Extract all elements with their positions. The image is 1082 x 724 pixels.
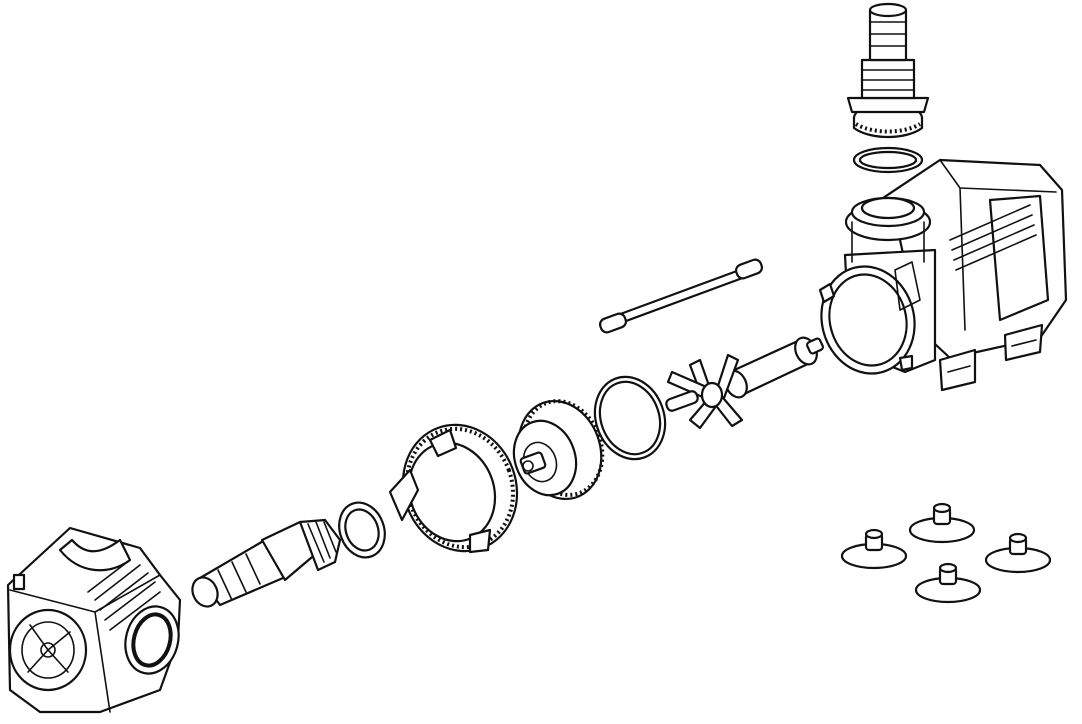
- impeller-rotor-icon: [665, 336, 824, 430]
- impeller-cover-icon: [512, 399, 605, 501]
- ceramic-shaft-icon: [598, 258, 764, 334]
- small-o-ring-icon: [338, 501, 386, 559]
- outlet-hose-barb-icon: [846, 2, 930, 138]
- inlet-hose-barb-icon: [191, 518, 342, 608]
- motor-housing-icon: [818, 158, 1068, 392]
- suction-cup-feet-icon: [840, 502, 1052, 604]
- outlet-o-ring-icon: [852, 146, 924, 174]
- bayonet-lock-ring-icon: [388, 423, 519, 554]
- large-o-ring-icon: [593, 375, 667, 461]
- strainer-cage-icon: [6, 526, 182, 714]
